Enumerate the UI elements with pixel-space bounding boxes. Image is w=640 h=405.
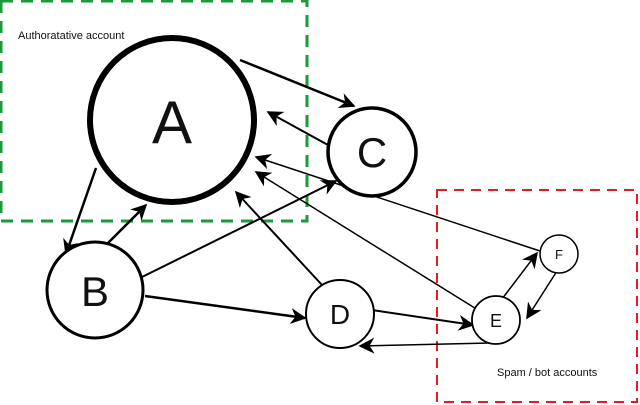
node-c: C (326, 106, 418, 198)
spam-group-label: Spam / bot accounts (497, 367, 598, 379)
edge-a-to-b (63, 167, 98, 256)
edge-e-to-f (501, 251, 538, 300)
edge-d-to-e (371, 309, 475, 331)
spam-group-box (436, 189, 638, 403)
edge-e-to-d (358, 337, 491, 354)
node-e: E (471, 295, 521, 345)
edge-f-to-a (254, 153, 541, 252)
edge-c-to-a (266, 111, 329, 146)
edge-b-to-c (139, 180, 338, 279)
node-b: B (45, 240, 145, 340)
edges (63, 58, 558, 354)
node-f-label: F (555, 247, 563, 262)
edge-b-to-a (104, 203, 148, 247)
edge-b-to-d (144, 294, 307, 324)
edge-e-to-a (254, 171, 479, 311)
node-a-label: A (152, 89, 192, 156)
node-e-label: E (490, 311, 502, 331)
node-a: A (87, 35, 257, 205)
node-b-label: B (81, 268, 109, 315)
authoritative-group-label: Authoratative account (18, 30, 124, 42)
edge-f-to-e (526, 270, 558, 320)
authoritative-group-box (0, 0, 309, 223)
node-d-label: D (330, 299, 350, 330)
edge-d-to-a (234, 190, 323, 286)
node-d: D (305, 279, 375, 349)
edge-a-to-c (239, 58, 356, 109)
node-c-label: C (357, 129, 387, 176)
node-f: F (539, 234, 579, 274)
